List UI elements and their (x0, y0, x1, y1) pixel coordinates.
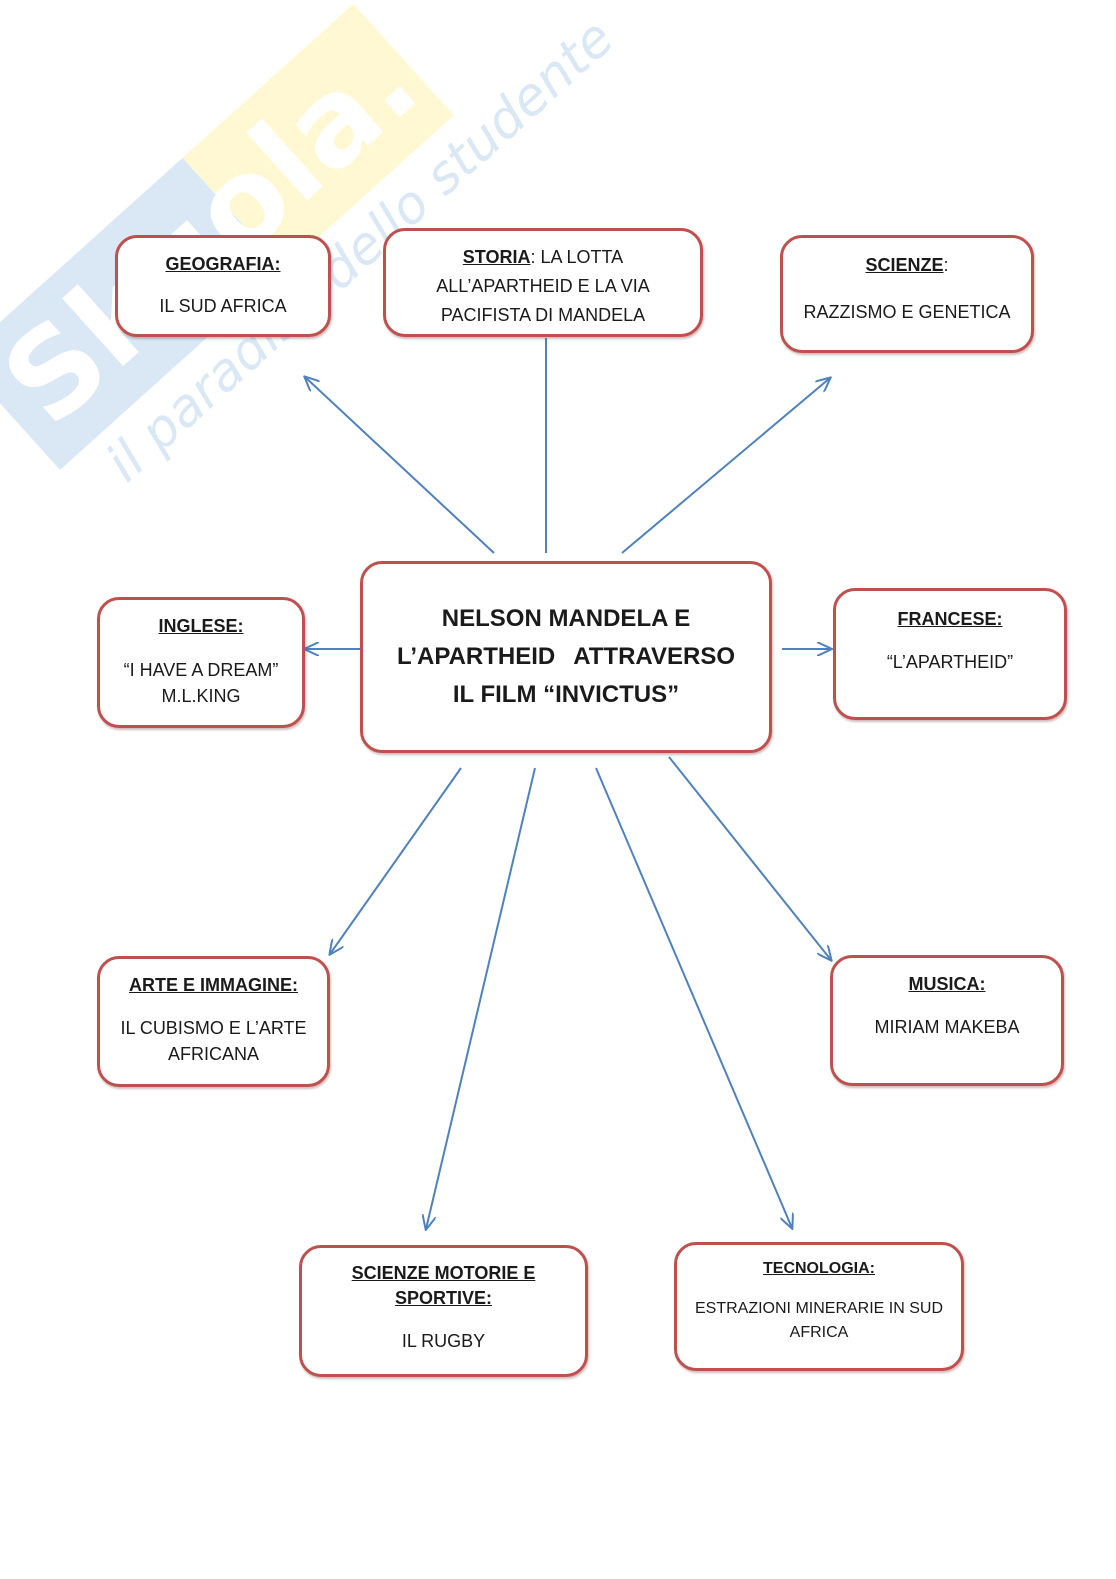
central-line-1-text: NELSON MANDELA E (441, 605, 691, 632)
arte-line-2: AFRICANA (167, 1044, 259, 1064)
musica-box: MUSICA: MIRIAM MAKEBA (830, 955, 1064, 1086)
arte-line-1: IL CUBISMO E L’ARTE (120, 1018, 307, 1038)
scienze-motorie-heading-2: SPORTIVE: (394, 1288, 492, 1308)
storia-heading: STORIA (462, 247, 531, 267)
musica-heading: MUSICA: (908, 974, 986, 994)
scienze-heading-line: SCIENZE: (865, 252, 948, 278)
storia-line-1: STORIA: LA LOTTA (463, 243, 623, 272)
geografia-box: GEOGRAFIA: IL SUD AFRICA (115, 235, 331, 337)
tecnologia-line-2: AFRICA (789, 1324, 849, 1341)
scienze-heading-suffix: : (943, 255, 949, 275)
arte-box: ARTE E IMMAGINE: IL CUBISMO E L’ARTE AFR… (97, 956, 330, 1087)
central-line-3-text: IL FILM “INVICTUS” (452, 681, 680, 708)
arrow-to-scienze (621, 378, 830, 554)
arrow-to-musica (668, 756, 831, 960)
tecnologia-heading: TECNOLOGIA: (763, 1260, 875, 1277)
inglese-box: INGLESE: “I HAVE A DREAM” M.L.KING (97, 597, 305, 728)
geografia-text: IL SUD AFRICA (159, 296, 287, 316)
inglese-line-2: M.L.KING (161, 686, 241, 706)
arrow-to-arte (330, 767, 462, 954)
storia-line-2: ALL’APARTHEID E LA VIA (436, 276, 650, 296)
central-line-2-right: ATTRAVERSO (573, 643, 735, 670)
scienze-motorie-box: SCIENZE MOTORIE E SPORTIVE: IL RUGBY (299, 1245, 588, 1377)
arrow-to-geografia (305, 377, 495, 554)
arrow-to-scienze-motorie (426, 767, 536, 1229)
musica-text: MIRIAM MAKEBA (874, 1017, 1020, 1037)
central-line-2: L’APARTHEID ATTRAVERSO (397, 638, 735, 676)
central-line-1: NELSON MANDELA E (397, 600, 735, 638)
scienze-motorie-heading-1: SCIENZE MOTORIE E (351, 1263, 536, 1283)
tecnologia-line-1: ESTRAZIONI MINERARIE IN SUD (694, 1300, 944, 1317)
scienze-text: RAZZISMO E GENETICA (803, 302, 1011, 322)
central-line-2-left: L’APARTHEID (397, 643, 556, 670)
inglese-line-1: “I HAVE A DREAM” (123, 660, 279, 680)
central-topic-box: NELSON MANDELA E L’APARTHEID ATTRAVERSO … (360, 561, 772, 753)
scienze-box: SCIENZE: RAZZISMO E GENETICA (780, 235, 1034, 353)
central-line-3: IL FILM “INVICTUS” (397, 676, 735, 714)
francese-heading: FRANCESE: (897, 609, 1003, 629)
scienze-heading: SCIENZE (865, 255, 944, 275)
francese-text: “L’APARTHEID” (886, 652, 1014, 672)
scienze-motorie-text: IL RUGBY (401, 1331, 486, 1351)
arte-heading: ARTE E IMMAGINE: (129, 975, 298, 995)
geografia-heading: GEOGRAFIA: (165, 254, 281, 274)
storia-line-3: PACIFISTA DI MANDELA (440, 305, 646, 325)
storia-box: STORIA: LA LOTTA ALL’APARTHEID E LA VIA … (383, 228, 703, 337)
arrow-to-tecnologia (595, 767, 792, 1228)
tecnologia-box: TECNOLOGIA: ESTRAZIONI MINERARIE IN SUD … (674, 1242, 964, 1371)
inglese-heading: INGLESE: (158, 616, 244, 636)
storia-heading-suffix: : LA LOTTA (530, 247, 624, 267)
francese-box: FRANCESE: “L’APARTHEID” (833, 588, 1067, 720)
